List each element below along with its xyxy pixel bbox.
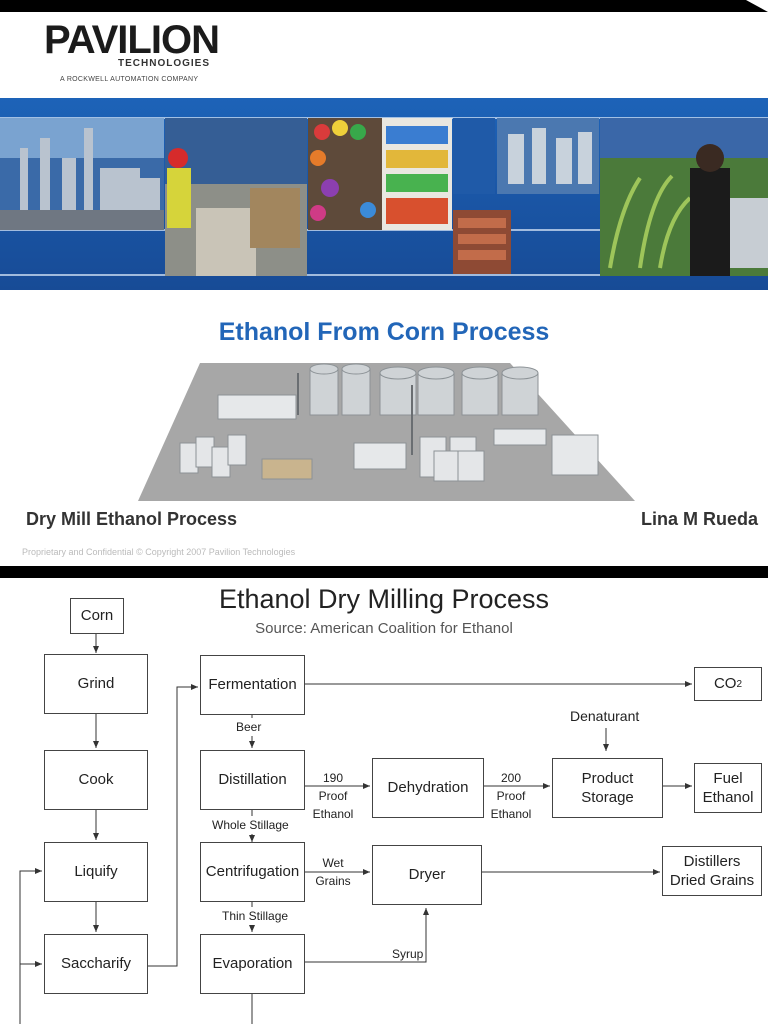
company-logo: PAVILION — [44, 18, 220, 62]
slide-title: Ethanol From Corn Process — [218, 318, 550, 346]
distillers-line2: Dried Grains — [669, 872, 755, 889]
distillation-box: Distillation — [200, 750, 305, 810]
top-bar — [0, 0, 768, 12]
fermentation-box: Fermentation — [200, 655, 305, 715]
evaporation-box: Evaporation — [200, 934, 305, 994]
wet-grains-line1: Wet — [322, 856, 344, 870]
distillers-dried-grains-box: Distillers Dried Grains — [662, 846, 762, 896]
presenter-name: Lina M Rueda — [640, 509, 758, 529]
product-storage-box: Product Storage — [552, 758, 663, 818]
dryer-box: Dryer — [372, 845, 482, 905]
dehydration-box: Dehydration — [372, 758, 484, 818]
fuel-ethanol-line2: Ethanol — [702, 789, 754, 806]
saccharify-box: Saccharify — [44, 934, 148, 994]
process-slide: Ethanol Dry Milling Process Source: Amer… — [0, 566, 768, 1024]
whole-stillage-label: Whole Stillage — [212, 816, 289, 834]
corn-box: Corn — [70, 598, 124, 634]
copyright-footer: Proprietary and Confidential © Copyright… — [22, 547, 296, 557]
centrifugation-box: Centrifugation — [200, 842, 305, 902]
co2-label: CO — [713, 675, 737, 693]
top-bar-corner — [746, 0, 768, 12]
slide-subtitle: Source: American Coalition for Ethanol — [255, 620, 513, 637]
company-logo-subtitle: TECHNOLOGIES — [118, 58, 211, 69]
fuel-ethanol-line1: Fuel — [713, 769, 743, 787]
wet-grains-line2: Grains — [315, 874, 351, 888]
thin-stillage-label: Thin Stillage — [222, 907, 289, 925]
top-bar — [0, 566, 768, 578]
proof-200-label: 200 Proof Ethanol — [485, 769, 537, 823]
fuel-ethanol-box: Fuel Ethanol — [694, 763, 762, 813]
process-flow-arrows — [19, 633, 692, 1024]
beer-label: Beer — [236, 718, 262, 736]
ethanol-plant-illustration-icon — [138, 363, 635, 501]
syrup-label: Syrup — [392, 947, 424, 961]
company-tagline: A ROCKWELL AUTOMATION COMPANY — [60, 76, 199, 83]
title-slide: PAVILION TECHNOLOGIES A ROCKWELL AUTOMAT… — [0, 0, 768, 557]
slide-title: Ethanol Dry Milling Process — [218, 584, 550, 614]
distillers-line1: Distillers — [683, 852, 741, 870]
proof-200-line2: Ethanol — [490, 807, 532, 821]
co2-subscript: 2 — [736, 678, 743, 690]
presentation-subject: Dry Mill Ethanol Process — [26, 509, 238, 529]
proof-190-line2: Ethanol — [312, 807, 354, 821]
proof-190-label: 190 Proof Ethanol — [307, 769, 359, 823]
industry-photo-collage-icon — [0, 117, 768, 276]
proof-200-line1: 200 Proof — [496, 771, 526, 803]
liquify-box: Liquify — [44, 842, 148, 902]
cook-box: Cook — [44, 750, 148, 810]
product-storage-line1: Product — [581, 769, 634, 787]
proof-190-line1: 190 Proof — [318, 771, 348, 803]
grind-box: Grind — [44, 654, 148, 714]
photo-banner — [0, 98, 768, 290]
wet-grains-label: Wet Grains — [313, 854, 353, 890]
denaturant-label: Denaturant — [570, 706, 640, 727]
product-storage-line2: Storage — [581, 789, 634, 806]
